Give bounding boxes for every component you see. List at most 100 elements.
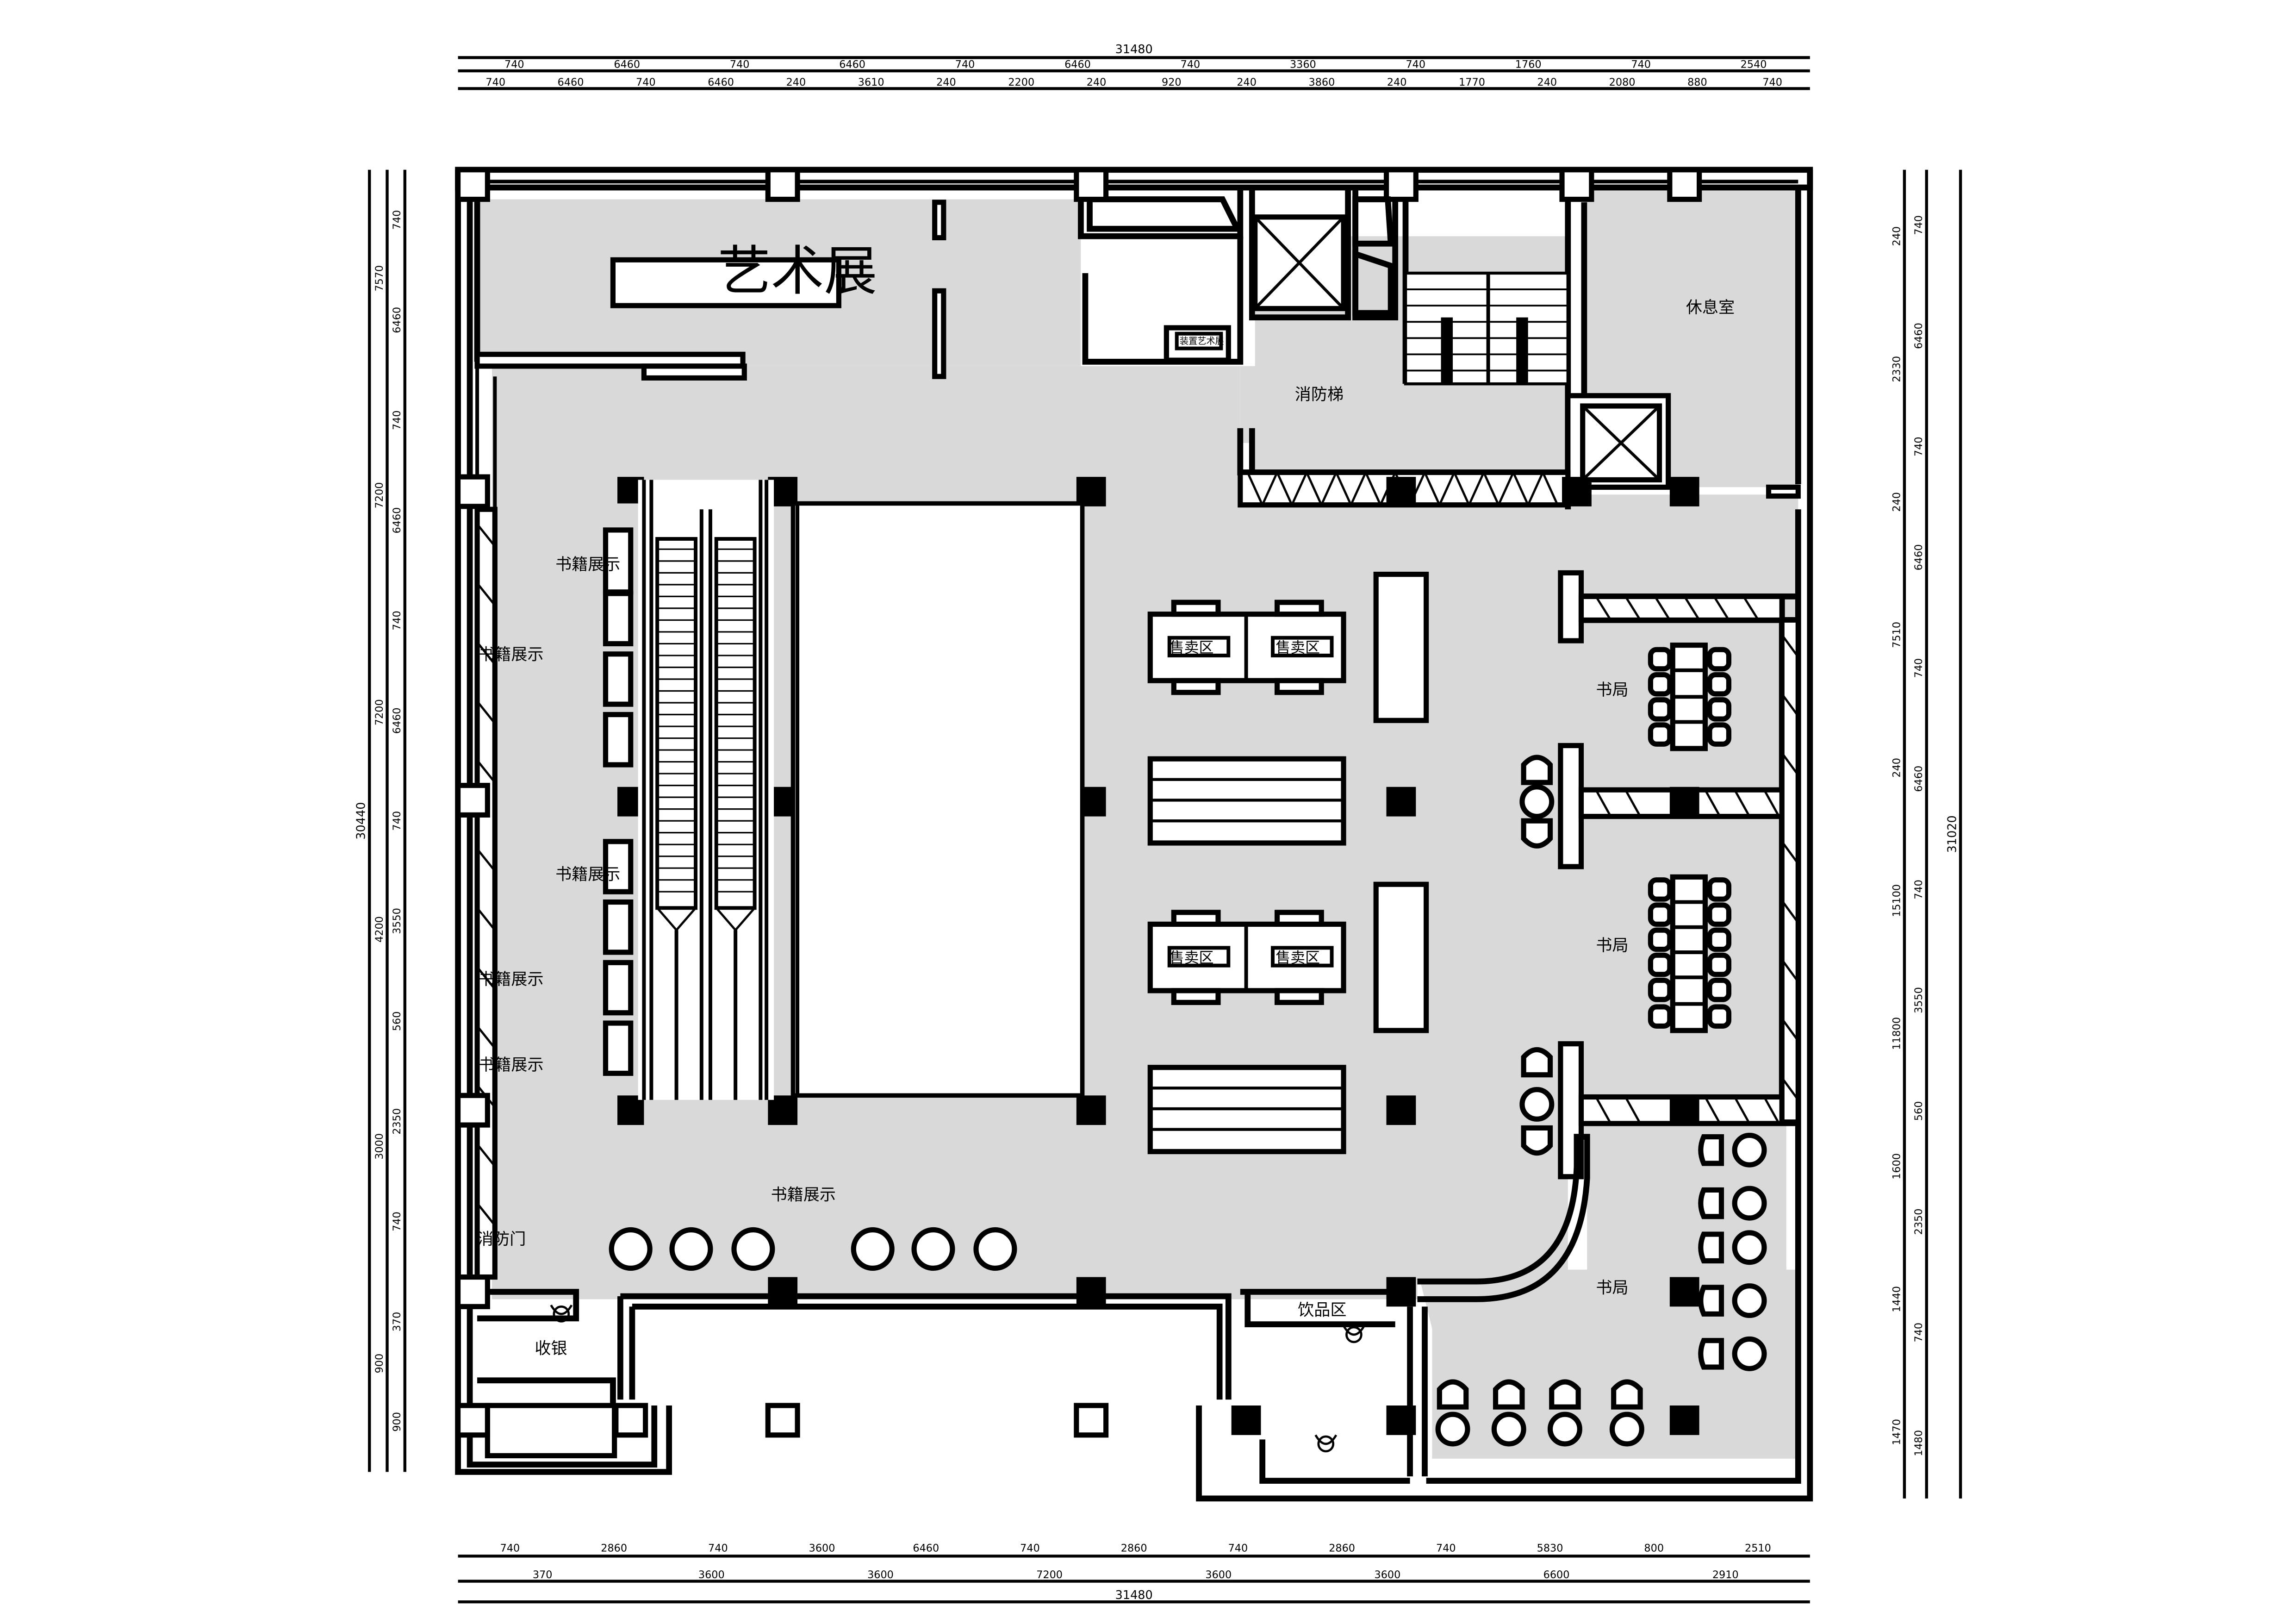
- dimension-value: 3550: [1913, 987, 1925, 1013]
- dimension-value: 740: [1228, 1543, 1248, 1555]
- dimension-value: 740: [636, 76, 656, 88]
- dim-bottom-total: 31480: [1115, 1588, 1153, 1602]
- dimension-value: 740: [485, 76, 505, 88]
- dimension-value: 7570: [373, 265, 386, 292]
- dimension-value: 1600: [1891, 1153, 1903, 1180]
- dim-bottom-row2: 370 3600 3600 7200 3600 3600 6600 2910: [533, 1569, 1739, 1581]
- dimension-total: 31020: [1946, 815, 1960, 853]
- dimension-value: 560: [1913, 1101, 1925, 1121]
- dimension-value: 880: [1687, 76, 1707, 88]
- dimension-value: 4200: [373, 916, 386, 943]
- label-fire-stair: 消防梯: [1295, 385, 1344, 404]
- label-book-display-4: 书籍展示: [479, 970, 543, 989]
- dim-top-total: 31480: [1115, 43, 1153, 56]
- dimension-value: 740: [1913, 215, 1925, 235]
- label-fire-door: 消防门: [477, 1230, 526, 1249]
- dimension-value: 3550: [391, 908, 403, 934]
- dimension-value: 740: [1913, 658, 1925, 678]
- dimension-value: 6460: [391, 507, 403, 534]
- label-bookshop-3: 书局: [1596, 1279, 1628, 1298]
- dimension-value: 15100: [1891, 884, 1903, 917]
- dimension-value: 240: [1891, 492, 1903, 512]
- dimension-value: 740: [391, 210, 403, 230]
- sales-tables: [1147, 600, 1346, 1005]
- dimension-value: 7200: [373, 482, 386, 509]
- dimension-value: 3610: [858, 76, 884, 88]
- dimension-value: 900: [391, 1412, 403, 1432]
- dimension-value: 740: [1181, 59, 1201, 71]
- dimension-value: 2910: [1712, 1569, 1739, 1581]
- dimension-value: 920: [1162, 76, 1182, 88]
- dimension-value: 6460: [614, 59, 640, 71]
- round-tables: [609, 1227, 1017, 1271]
- dimension-value: 740: [1913, 1323, 1925, 1343]
- dimension-value: 2350: [1913, 1209, 1925, 1235]
- structural-columns: [455, 167, 1702, 1438]
- label-sales-area-3: 售卖区: [1170, 949, 1214, 966]
- dimension-value: 3600: [1375, 1569, 1401, 1581]
- dimension-value: 740: [1762, 76, 1782, 88]
- dimension-value: 240: [1387, 76, 1407, 88]
- dimension-value: 740: [1406, 59, 1425, 71]
- dimension-value: 6460: [1913, 323, 1925, 349]
- dimension-value: 740: [391, 410, 403, 430]
- dimension-value: 6460: [913, 1543, 939, 1555]
- label-sales-area-2: 售卖区: [1276, 639, 1320, 656]
- dimension-value: 370: [533, 1569, 553, 1581]
- room-labels: 艺术展 装置艺术展 消防梯 休息室 书籍展示 书籍展示 书籍展示 书籍展示 书籍…: [477, 240, 1735, 1358]
- dimension-value: 740: [1020, 1543, 1040, 1555]
- dimension-value: 740: [391, 811, 403, 831]
- dimension-value: 6460: [839, 59, 865, 71]
- label-sales-area-4: 售卖区: [1276, 949, 1320, 966]
- dimension-value: 2860: [601, 1543, 627, 1555]
- dimension-value: 6460: [708, 76, 734, 88]
- dimension-value: 2330: [1891, 356, 1903, 382]
- label-bookshop-2: 书局: [1596, 936, 1628, 955]
- label-book-display-6: 书籍展示: [771, 1186, 836, 1205]
- dimension-value: 740: [391, 611, 403, 631]
- dimension-value: 6600: [1543, 1569, 1570, 1581]
- dimension-value: 240: [936, 76, 956, 88]
- dimension-value: 3600: [809, 1543, 835, 1555]
- dimension-value: 740: [1436, 1543, 1456, 1555]
- dimension-value: 7200: [1036, 1569, 1063, 1581]
- dimension-value: 740: [708, 1543, 728, 1555]
- dimension-value: 3600: [1205, 1569, 1232, 1581]
- label-art-exhibition: 艺术展: [718, 240, 877, 302]
- dimension-value: 740: [391, 1212, 403, 1231]
- dimension-value: 740: [1631, 59, 1651, 71]
- label-lounge: 休息室: [1686, 298, 1735, 317]
- label-book-display-5: 书籍展示: [479, 1056, 543, 1074]
- dimension-value: 900: [373, 1354, 386, 1374]
- dimension-value: 6460: [1913, 544, 1925, 570]
- dimension-value: 6460: [391, 307, 403, 333]
- label-book-display-2: 书籍展示: [479, 645, 543, 664]
- dim-left-total: 30440: [355, 802, 368, 840]
- dimension-value: 2350: [391, 1108, 403, 1135]
- dimension-value: 6460: [1064, 59, 1091, 71]
- dimension-value: 1440: [1891, 1286, 1903, 1312]
- bookshop-seating: [1435, 643, 1767, 1447]
- dimension-value: 240: [1891, 758, 1903, 778]
- dimension-value: 6460: [1913, 766, 1925, 792]
- dimension-value: 2510: [1745, 1543, 1771, 1555]
- dimension-total: 31480: [1115, 1588, 1153, 1602]
- dimension-value: 240: [1237, 76, 1257, 88]
- exhibition-fixtures: [603, 257, 1429, 1155]
- dimension-value: 3600: [698, 1569, 725, 1581]
- dimension-value: 1470: [1891, 1419, 1903, 1445]
- dimension-value: 7200: [373, 699, 386, 725]
- dimension-value: 240: [786, 76, 806, 88]
- dimension-value: 6460: [391, 707, 403, 734]
- dimension-value: 740: [500, 1543, 520, 1555]
- dimension-value: 1760: [1515, 59, 1542, 71]
- label-book-display-1: 书籍展示: [555, 555, 620, 574]
- dimension-value: 800: [1644, 1543, 1664, 1555]
- dimension-value: 3600: [867, 1569, 894, 1581]
- dimension-value: 740: [1913, 437, 1925, 456]
- dimension-value: 11800: [1891, 1017, 1903, 1050]
- label-drinks-area: 饮品区: [1298, 1300, 1346, 1319]
